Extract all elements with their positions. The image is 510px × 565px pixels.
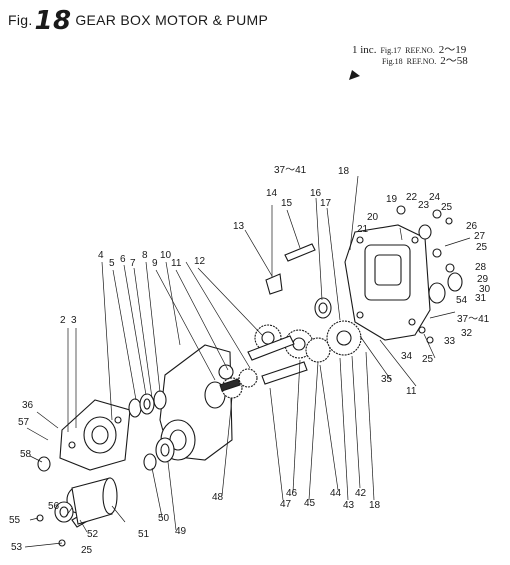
hydraulic-pump xyxy=(37,456,118,525)
callout-number: 10 xyxy=(160,250,172,261)
callout-number: 29 xyxy=(477,274,489,285)
reference-line-2: Fig.18 REF.NO. 2～58 xyxy=(382,55,468,67)
pointer-arrow-icon xyxy=(349,70,360,80)
callout-number: 26 xyxy=(466,221,478,232)
callout-number: 8 xyxy=(142,250,148,261)
rear-housing xyxy=(344,224,431,341)
callout-number: 16 xyxy=(310,188,322,199)
callout-number: 42 xyxy=(355,488,367,499)
callout-number: 37～41 xyxy=(457,314,490,325)
callout-number: 13 xyxy=(233,221,245,232)
callout-number: 53 xyxy=(11,542,23,553)
callout-number: 54 xyxy=(456,295,468,306)
callout-number: 35 xyxy=(381,374,393,385)
callout-number: 46 xyxy=(286,488,298,499)
callout-number: 2 xyxy=(60,315,66,326)
gears xyxy=(218,320,362,399)
callout-number: 48 xyxy=(212,492,224,503)
callout-number: 11 xyxy=(406,386,417,397)
callout-number: 51 xyxy=(138,529,150,540)
callout-number: 3 xyxy=(71,315,77,326)
callout-number: 50 xyxy=(158,513,170,524)
bearings xyxy=(128,224,463,471)
callout-number: 43 xyxy=(343,500,355,511)
callout-number: 56 xyxy=(48,501,60,512)
callout-number: 11 xyxy=(171,258,182,269)
callout-number: 23 xyxy=(418,200,430,211)
callout-number: 57 xyxy=(18,417,30,428)
mounting-plate xyxy=(59,399,131,471)
callout-number: 45 xyxy=(304,498,316,509)
callout-number: 24 xyxy=(429,192,441,203)
callout-number: 30 xyxy=(479,284,491,295)
callout-number: 52 xyxy=(87,529,99,540)
callout-number: 12 xyxy=(194,256,206,267)
figure-prefix: Fig. xyxy=(8,12,33,28)
callout-number: 27 xyxy=(474,231,486,242)
callout-number: 33 xyxy=(444,336,456,347)
callout-number: 49 xyxy=(175,526,187,537)
reference-line-1: 1 inc. Fig.17 REF.NO. 2～19 xyxy=(352,44,467,56)
callout-number: 34 xyxy=(401,351,413,362)
callout-number: 17 xyxy=(320,198,332,209)
callout-number: 5 xyxy=(109,258,115,269)
callout-number: 28 xyxy=(475,262,487,273)
callout-number: 25 xyxy=(81,545,93,556)
callout-number: 9 xyxy=(152,258,158,269)
callout-number: 55 xyxy=(9,515,21,526)
front-housing xyxy=(159,344,233,461)
callout-number: 21 xyxy=(357,224,369,235)
callout-number: 25 xyxy=(422,354,434,365)
callout-number: 18 xyxy=(369,500,381,511)
leader-lines xyxy=(24,175,436,548)
callout-number: 58 xyxy=(20,449,32,460)
callout-number: 25 xyxy=(441,202,453,213)
callout-number: 14 xyxy=(266,188,278,199)
callout-number: 31 xyxy=(475,293,487,304)
callout-number: 37～41 xyxy=(274,165,307,176)
callout-number: 22 xyxy=(406,192,418,203)
callout-number: 4 xyxy=(98,250,104,261)
callout-number: 7 xyxy=(130,258,136,269)
callout-number: 47 xyxy=(280,499,292,510)
figure-heading: GEAR BOX MOTOR & PUMP xyxy=(75,12,269,28)
callout-number: 6 xyxy=(120,254,126,265)
callout-number: 20 xyxy=(367,212,379,223)
callout-number: 44 xyxy=(330,488,342,499)
callout-number: 18 xyxy=(338,166,350,177)
figure-number: 18 xyxy=(34,6,72,36)
callout-number: 19 xyxy=(386,194,398,205)
callout-number: 15 xyxy=(281,198,293,209)
callout-number: 25 xyxy=(476,242,488,253)
callout-number: 32 xyxy=(461,328,473,339)
callout-number: 36 xyxy=(22,400,34,411)
